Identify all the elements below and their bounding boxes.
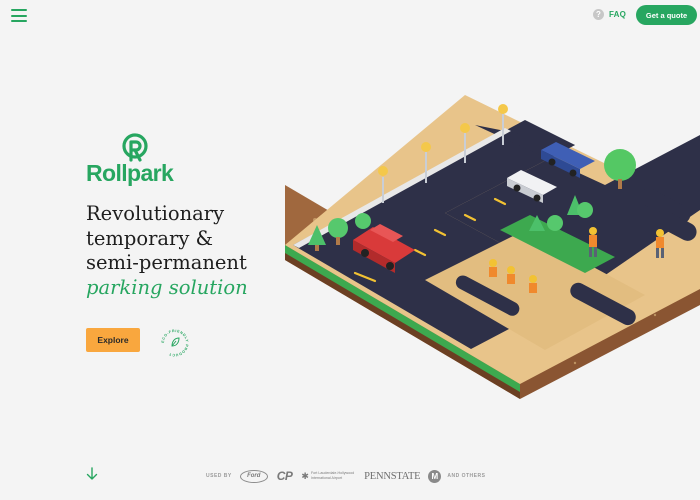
arrow-down-icon[interactable]: [86, 467, 98, 481]
logo[interactable]: Rollpark: [86, 133, 174, 188]
faq-label: FAQ: [609, 10, 627, 19]
headline-line: Revolutionary: [86, 202, 225, 225]
hero-headline: Revolutionary temporary & semi-permanent…: [86, 202, 326, 300]
eco-leaf-icon: [171, 337, 180, 347]
ford-logo-text: Ford: [247, 473, 261, 479]
fll-logo-line1: Fort Lauderdale-Hollywood: [310, 471, 355, 476]
parking-lot-illustration: [285, 95, 700, 399]
used-by-label: USED BY: [206, 473, 232, 479]
fll-logo: ✱ Fort Lauderdale-Hollywood Internationa…: [301, 471, 354, 482]
eco-friendly-badge: ECO-FRIENDLY PRODUCT: [161, 329, 188, 357]
headline-line: semi-permanent: [86, 251, 247, 274]
and-others-label: AND OTHERS: [447, 473, 486, 479]
used-by-logos: USED BY Ford CP ✱ Fort Lauderdale-Hollyw…: [206, 469, 485, 483]
menu-icon[interactable]: [11, 9, 27, 22]
pennstate-logo-text: PENNSTATE: [364, 470, 421, 482]
cp-logo-text: CP: [276, 469, 293, 483]
explore-button[interactable]: Explore: [86, 328, 140, 352]
logo-wordmark: Rollpark: [86, 160, 174, 186]
fll-logo-line2: International Airport: [310, 476, 343, 480]
m-logo-text: M: [431, 471, 439, 481]
ford-logo: Ford: [239, 469, 268, 483]
palm-icon: ✱: [301, 470, 309, 481]
faq-link[interactable]: ? FAQ: [593, 9, 626, 20]
get-quote-button[interactable]: Get a quote: [636, 5, 697, 25]
pennstate-logo: PENNSTATE: [364, 471, 420, 482]
logo-mark-icon: [122, 133, 148, 162]
help-icon: ?: [593, 9, 604, 20]
headline-accent: parking solution: [86, 275, 248, 299]
headline-line: temporary &: [86, 226, 213, 250]
cp-logo: CP: [277, 469, 293, 483]
m-logo: M: [428, 469, 442, 483]
